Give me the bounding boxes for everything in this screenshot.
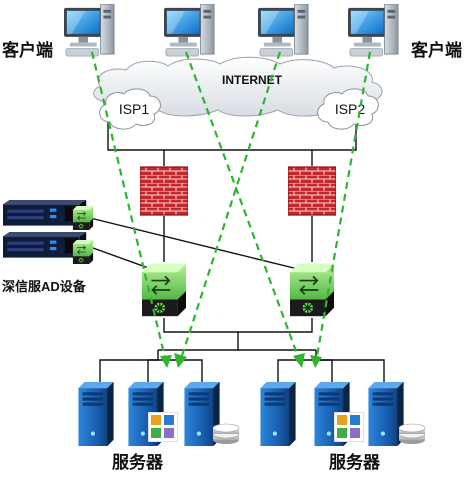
client-computer-1 <box>64 4 115 57</box>
ad-device-label: 深信服AD设备 <box>2 279 86 294</box>
traffic-arrowheads <box>160 353 322 368</box>
network-links <box>81 112 385 390</box>
client-computer-2 <box>164 4 215 57</box>
isp2-cloud <box>317 88 379 130</box>
client-computer-4 <box>348 4 399 57</box>
server-left-1 <box>78 382 114 446</box>
firewall-right <box>288 166 336 216</box>
clients-label-left: 客户端 <box>2 41 53 60</box>
apps-icon-left <box>148 412 178 442</box>
servers-label-right: 服务器 <box>329 453 380 472</box>
server-right-1 <box>260 382 296 446</box>
core-switch-right <box>290 262 334 318</box>
database-icon-left <box>212 423 240 444</box>
internet-cloud <box>93 56 383 117</box>
servers-label-left: 服务器 <box>112 453 163 472</box>
isp1-label: ISP1 <box>119 101 150 117</box>
isp2-label: ISP2 <box>335 101 366 117</box>
ad-device-2-switch-icon <box>72 240 94 264</box>
isp1-cloud <box>99 88 161 130</box>
ad-device-1-switch-icon <box>72 206 94 230</box>
server-right-3 <box>368 382 404 446</box>
apps-icon-right <box>334 412 364 442</box>
client-computer-3 <box>258 4 309 57</box>
traffic-paths <box>90 51 372 363</box>
clients-label-right: 客户端 <box>411 41 462 60</box>
internet-label: INTERNET <box>222 73 283 87</box>
firewall-left <box>140 166 188 216</box>
database-icon-right <box>398 423 426 444</box>
